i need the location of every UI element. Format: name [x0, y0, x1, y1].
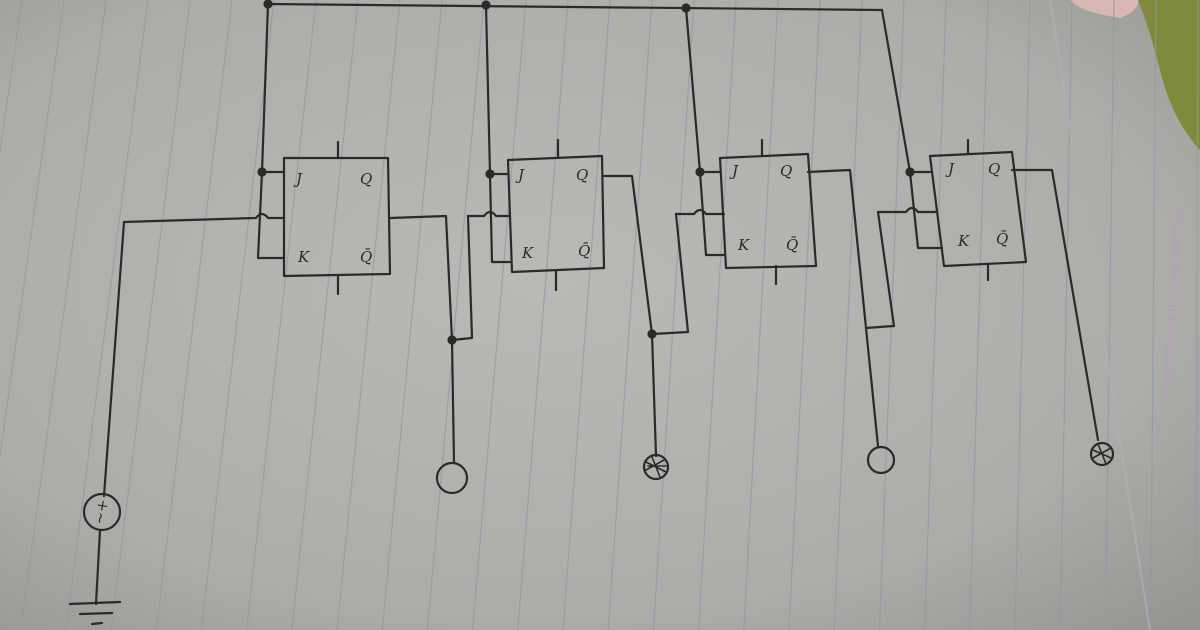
ruled-line — [246, 0, 317, 630]
ground-plate — [68, 600, 122, 626]
source-symbol: ~+ — [90, 498, 112, 526]
ruled-line — [472, 0, 527, 630]
ff3-k-label: K — [737, 236, 750, 254]
ruled-line — [788, 0, 821, 630]
ruled-line — [426, 0, 485, 630]
ruled-line — [155, 0, 233, 630]
output-indicator-2 — [642, 453, 670, 481]
ruled-line — [698, 0, 737, 630]
flip-flop-3-box — [718, 152, 818, 270]
ruled-line — [607, 0, 653, 630]
flip-flop-2-box — [506, 154, 606, 274]
ff1-k-label: K — [297, 248, 310, 266]
ff2-k-label: K — [521, 244, 534, 262]
ruled-line — [1195, 0, 1199, 630]
pin-labels: J Q K Q̄ J Q K Q̄ J Q K Q̄ J Q K Q̄ — [293, 160, 1008, 266]
ruled-line — [110, 0, 191, 630]
flip-flop-4-box — [928, 150, 1028, 268]
ruled-line — [562, 0, 611, 630]
ff3-qbar-label: Q̄ — [786, 236, 798, 254]
ruled-line — [1149, 0, 1157, 630]
ruled-line — [200, 0, 275, 630]
ff3-j-label: J — [729, 162, 739, 180]
ruled-line — [65, 0, 149, 630]
circuit-ink — [68, 0, 1115, 626]
clock-wire-ff1 — [122, 212, 286, 224]
ruled-line — [381, 0, 443, 630]
ff1-qbar-label: Q̄ — [360, 248, 372, 266]
ruled-line — [652, 0, 695, 630]
ruled-line — [20, 0, 107, 630]
ff3-q-label: Q — [780, 162, 792, 180]
ruled-line — [291, 0, 359, 630]
ff2-jk-junction — [485, 169, 495, 179]
ruled-line — [924, 0, 947, 630]
ruled-line — [0, 0, 65, 460]
ff2-q-label: Q — [576, 166, 588, 184]
clock-wire-ff2 — [466, 210, 512, 218]
ff4-q-label: Q — [988, 160, 1000, 178]
ac-source-circle — [82, 492, 122, 532]
ff4-k-label: K — [957, 232, 970, 250]
q-wire-ff4 — [1010, 168, 1100, 442]
flip-flop-stubs — [336, 138, 990, 296]
fabric-corner — [1138, 0, 1200, 150]
flip-flop-1-box — [282, 156, 392, 278]
ff4-jk-junction — [905, 167, 915, 177]
output-indicator-3 — [866, 445, 896, 475]
ff2-j-label: J — [515, 166, 525, 184]
ruled-line — [833, 0, 863, 630]
clock-wire-ff4 — [876, 206, 938, 214]
clock-wire-ff3 — [674, 208, 726, 216]
ruled-line — [1104, 0, 1115, 630]
ruled-line — [0, 0, 23, 156]
ff1-q-label: Q — [360, 170, 372, 188]
ruled-line — [1014, 0, 1031, 630]
ruled-line — [1059, 0, 1073, 630]
ff2-qbar-label: Q̄ — [578, 242, 590, 260]
q-wire-ff3 — [806, 168, 896, 448]
q2-junction — [647, 329, 657, 339]
output-indicator-4 — [1089, 441, 1115, 467]
output-indicator-1 — [435, 461, 469, 495]
indicator-wire-1 — [450, 338, 456, 464]
margin-line — [1049, 0, 1151, 630]
source-wire — [94, 220, 126, 606]
ff3-jk-junction — [695, 167, 705, 177]
ff4-qbar-label: Q̄ — [996, 230, 1008, 248]
page-edge — [1070, 0, 1139, 18]
top-bus-wire — [266, 2, 884, 12]
ruled-line — [336, 0, 401, 630]
ruled-line — [743, 0, 779, 630]
ff1-jk-junction — [257, 167, 267, 177]
ff4-j-label: J — [945, 160, 955, 178]
ff1-j-label: J — [293, 170, 303, 188]
ruled-line — [517, 0, 569, 630]
ruled-line — [969, 0, 989, 630]
